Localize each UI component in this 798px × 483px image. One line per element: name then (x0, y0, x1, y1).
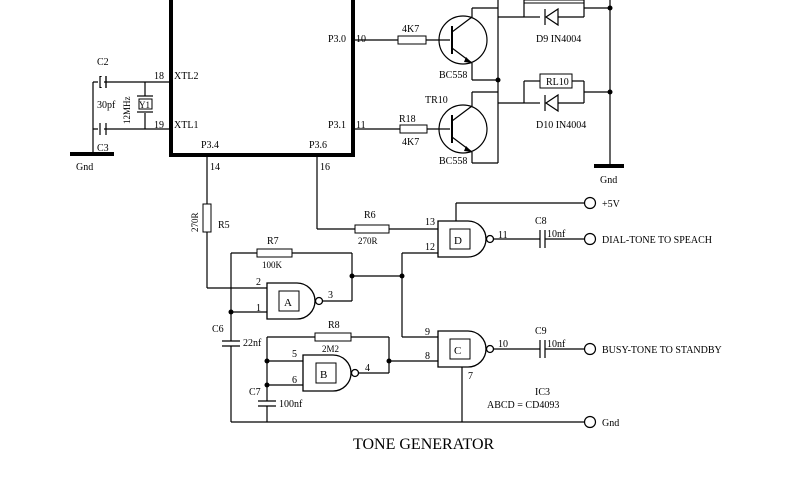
gate-d-pin12: 12 (425, 242, 435, 253)
busy-terminal (583, 342, 597, 356)
vcc-label: +5V (602, 199, 621, 210)
pin-xtl2-label: XTL2 (174, 71, 198, 82)
r8-label: R8 (328, 320, 340, 331)
tr-top-resistor-value: 4K7 (402, 24, 419, 35)
r7-label: R7 (267, 236, 279, 247)
ic-desc: ABCD = CD4093 (487, 400, 559, 411)
gate-c-pin10: 10 (498, 339, 508, 350)
c9-value: 10nf (547, 339, 566, 350)
gnd-left-label: Gnd (76, 162, 93, 173)
pin-p36-label: P3.6 (309, 140, 327, 151)
d9-label: D9 IN4004 (536, 34, 581, 45)
gate-d-pin11: 11 (498, 230, 508, 241)
r6-value: 270R (358, 236, 378, 246)
c8-value: 10nf (547, 229, 566, 240)
crystal-freq: 12MHz (122, 96, 132, 124)
c6-value: 22nf (243, 338, 262, 349)
gnd-out-label: Gnd (602, 418, 619, 429)
r6-label: R6 (364, 210, 376, 221)
r18-value: 4K7 (402, 137, 419, 148)
pin-xtl1-label: XTL1 (174, 120, 198, 131)
r7-value: 100K (262, 260, 283, 270)
pin-p34-num: 14 (210, 162, 220, 173)
gate-b-pin6: 6 (292, 375, 297, 386)
c3-label: C3 (97, 143, 109, 154)
r18-label: R18 (399, 114, 416, 125)
gate-a-label: A (284, 297, 292, 309)
dial-tone-label: DIAL-TONE TO SPEACH (602, 235, 712, 246)
gate-d-label: D (454, 235, 462, 247)
y1-label: Y1 (139, 100, 150, 110)
c9-label: C9 (535, 326, 547, 337)
c7-value: 100nf (279, 399, 303, 410)
tr10-label: TR10 (425, 95, 448, 106)
gate-b-pin4: 4 (365, 363, 370, 374)
pin-xtl2-num: 18 (154, 71, 164, 82)
tr-top-type: BC558 (439, 70, 467, 81)
r5-label: R5 (218, 220, 230, 231)
c2-label: C2 (97, 57, 109, 68)
relay-drivers: 4K7 BC558 D9 IN4004 TR10 R18 4K7 BC558 (353, 0, 624, 186)
gate-c-label: C (454, 345, 461, 357)
pin-p31-num: 11 (356, 120, 366, 131)
crystal-circuit: C2 C3 30pf Y1 12MHz Gnd (70, 57, 171, 173)
gnd-right-label: Gnd (600, 175, 617, 186)
gate-b-pin5: 5 (292, 349, 297, 360)
gate-c-pin9: 9 (425, 327, 430, 338)
gate-d-pin13: 13 (425, 217, 435, 228)
pin-p36-num: 16 (320, 162, 330, 173)
vcc-terminal (583, 196, 597, 210)
gate-b-label: B (320, 369, 327, 381)
pin-p31-label: P3.1 (328, 120, 346, 131)
tr-bottom-type: BC558 (439, 156, 467, 167)
mcu-block: XTL2 18 XTL1 19 P3.0 10 P3.1 11 P3.4 14 … (154, 0, 366, 173)
tone-logic: R5 270R R6 270R A 2 1 3 R7 100K (190, 155, 722, 429)
gate-c-pin7: 7 (468, 371, 473, 382)
r5-value: 270R (190, 212, 200, 232)
diagram-title: TONE GENERATOR (353, 436, 495, 453)
gate-a-pin1: 1 (256, 303, 261, 314)
ic-name: IC3 (535, 387, 550, 398)
dial-terminal (583, 232, 597, 246)
c6-label: C6 (212, 324, 224, 335)
r8-value: 2M2 (322, 344, 339, 354)
d10-label: D10 IN4004 (536, 120, 586, 131)
busy-tone-label: BUSY-TONE TO STANDBY (602, 345, 722, 356)
pin-p30-label: P3.0 (328, 34, 346, 45)
pin-p34-label: P3.4 (201, 140, 219, 151)
c8-label: C8 (535, 216, 547, 227)
gnd-terminal (583, 415, 597, 429)
rl10-label: RL10 (546, 77, 569, 88)
pin-xtl1-num: 19 (154, 120, 164, 131)
crystal-cap-value: 30pf (97, 100, 116, 111)
c7-label: C7 (249, 387, 261, 398)
gate-a-pin3: 3 (328, 290, 333, 301)
gate-a-pin2: 2 (256, 277, 261, 288)
gate-c-pin8: 8 (425, 351, 430, 362)
